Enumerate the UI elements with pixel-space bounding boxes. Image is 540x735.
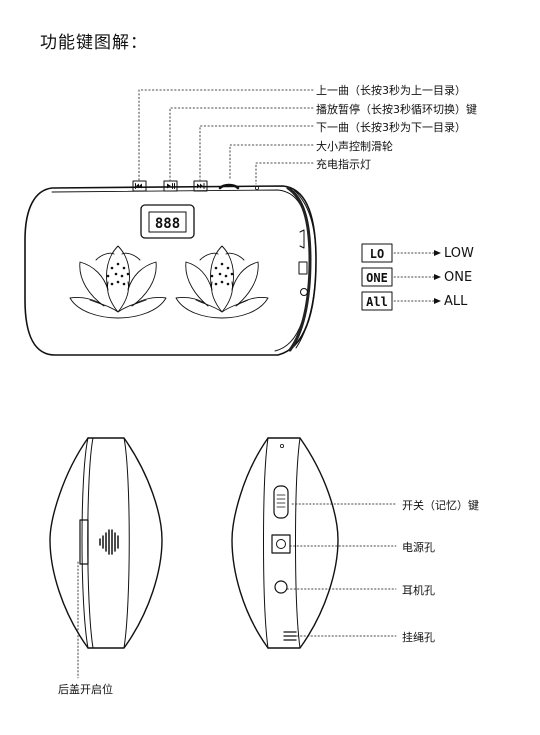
label-headphone-jack: 耳机孔 xyxy=(402,584,435,597)
front-view xyxy=(24,185,317,356)
label-power-switch: 开关（记忆）键 xyxy=(402,499,479,512)
label-charge-led: 充电指示灯 xyxy=(316,158,371,171)
top-leader-lines xyxy=(138,89,314,185)
label-lanyard-hole: 挂绳孔 xyxy=(402,631,435,644)
label-play-pause: 播放暂停（长按3秒循环切换）键 xyxy=(316,103,477,116)
front-side-ports xyxy=(298,229,308,296)
side-leader-lines xyxy=(286,503,397,637)
headphone-jack xyxy=(274,580,288,594)
mode-display-all: All xyxy=(366,295,388,309)
mode-display-one: ONE xyxy=(366,271,388,285)
charge-indicator-light xyxy=(254,185,259,190)
label-next-track: 下一曲（长按3秒为下一目录） xyxy=(316,121,466,134)
mode-leader-lines xyxy=(393,252,435,302)
mode-label-low: LOW xyxy=(444,246,474,261)
page-title: 功能键图解： xyxy=(40,33,148,53)
lotus-decoration-right xyxy=(175,245,269,319)
play-pause-button xyxy=(163,180,178,192)
led-display-digits: 888 xyxy=(155,216,180,232)
power-port xyxy=(271,534,291,554)
power-switch xyxy=(273,485,289,519)
mode-label-one: ONE xyxy=(444,270,473,285)
side-view xyxy=(231,437,339,649)
led-display xyxy=(140,204,195,239)
next-track-button xyxy=(193,180,208,192)
back-view xyxy=(49,437,163,649)
mode-label-all: ALL xyxy=(444,294,468,309)
label-prev-track: 上一曲（长按3秒为上一目录） xyxy=(316,84,466,97)
lotus-decoration-left xyxy=(69,245,167,319)
prev-track-button xyxy=(132,180,147,192)
lotus-dots xyxy=(106,262,234,286)
label-volume-wheel: 大小声控制滑轮 xyxy=(316,140,393,153)
label-power-port: 电源孔 xyxy=(402,541,435,554)
volume-wheel xyxy=(218,183,240,190)
label-back-cover: 后盖开启位 xyxy=(58,683,113,696)
mode-arrowheads xyxy=(434,250,441,304)
speaker-grille-icon xyxy=(99,529,119,555)
lanyard-hole xyxy=(283,631,297,641)
mode-display-low: LO xyxy=(370,247,384,261)
mode-displays xyxy=(361,243,393,311)
